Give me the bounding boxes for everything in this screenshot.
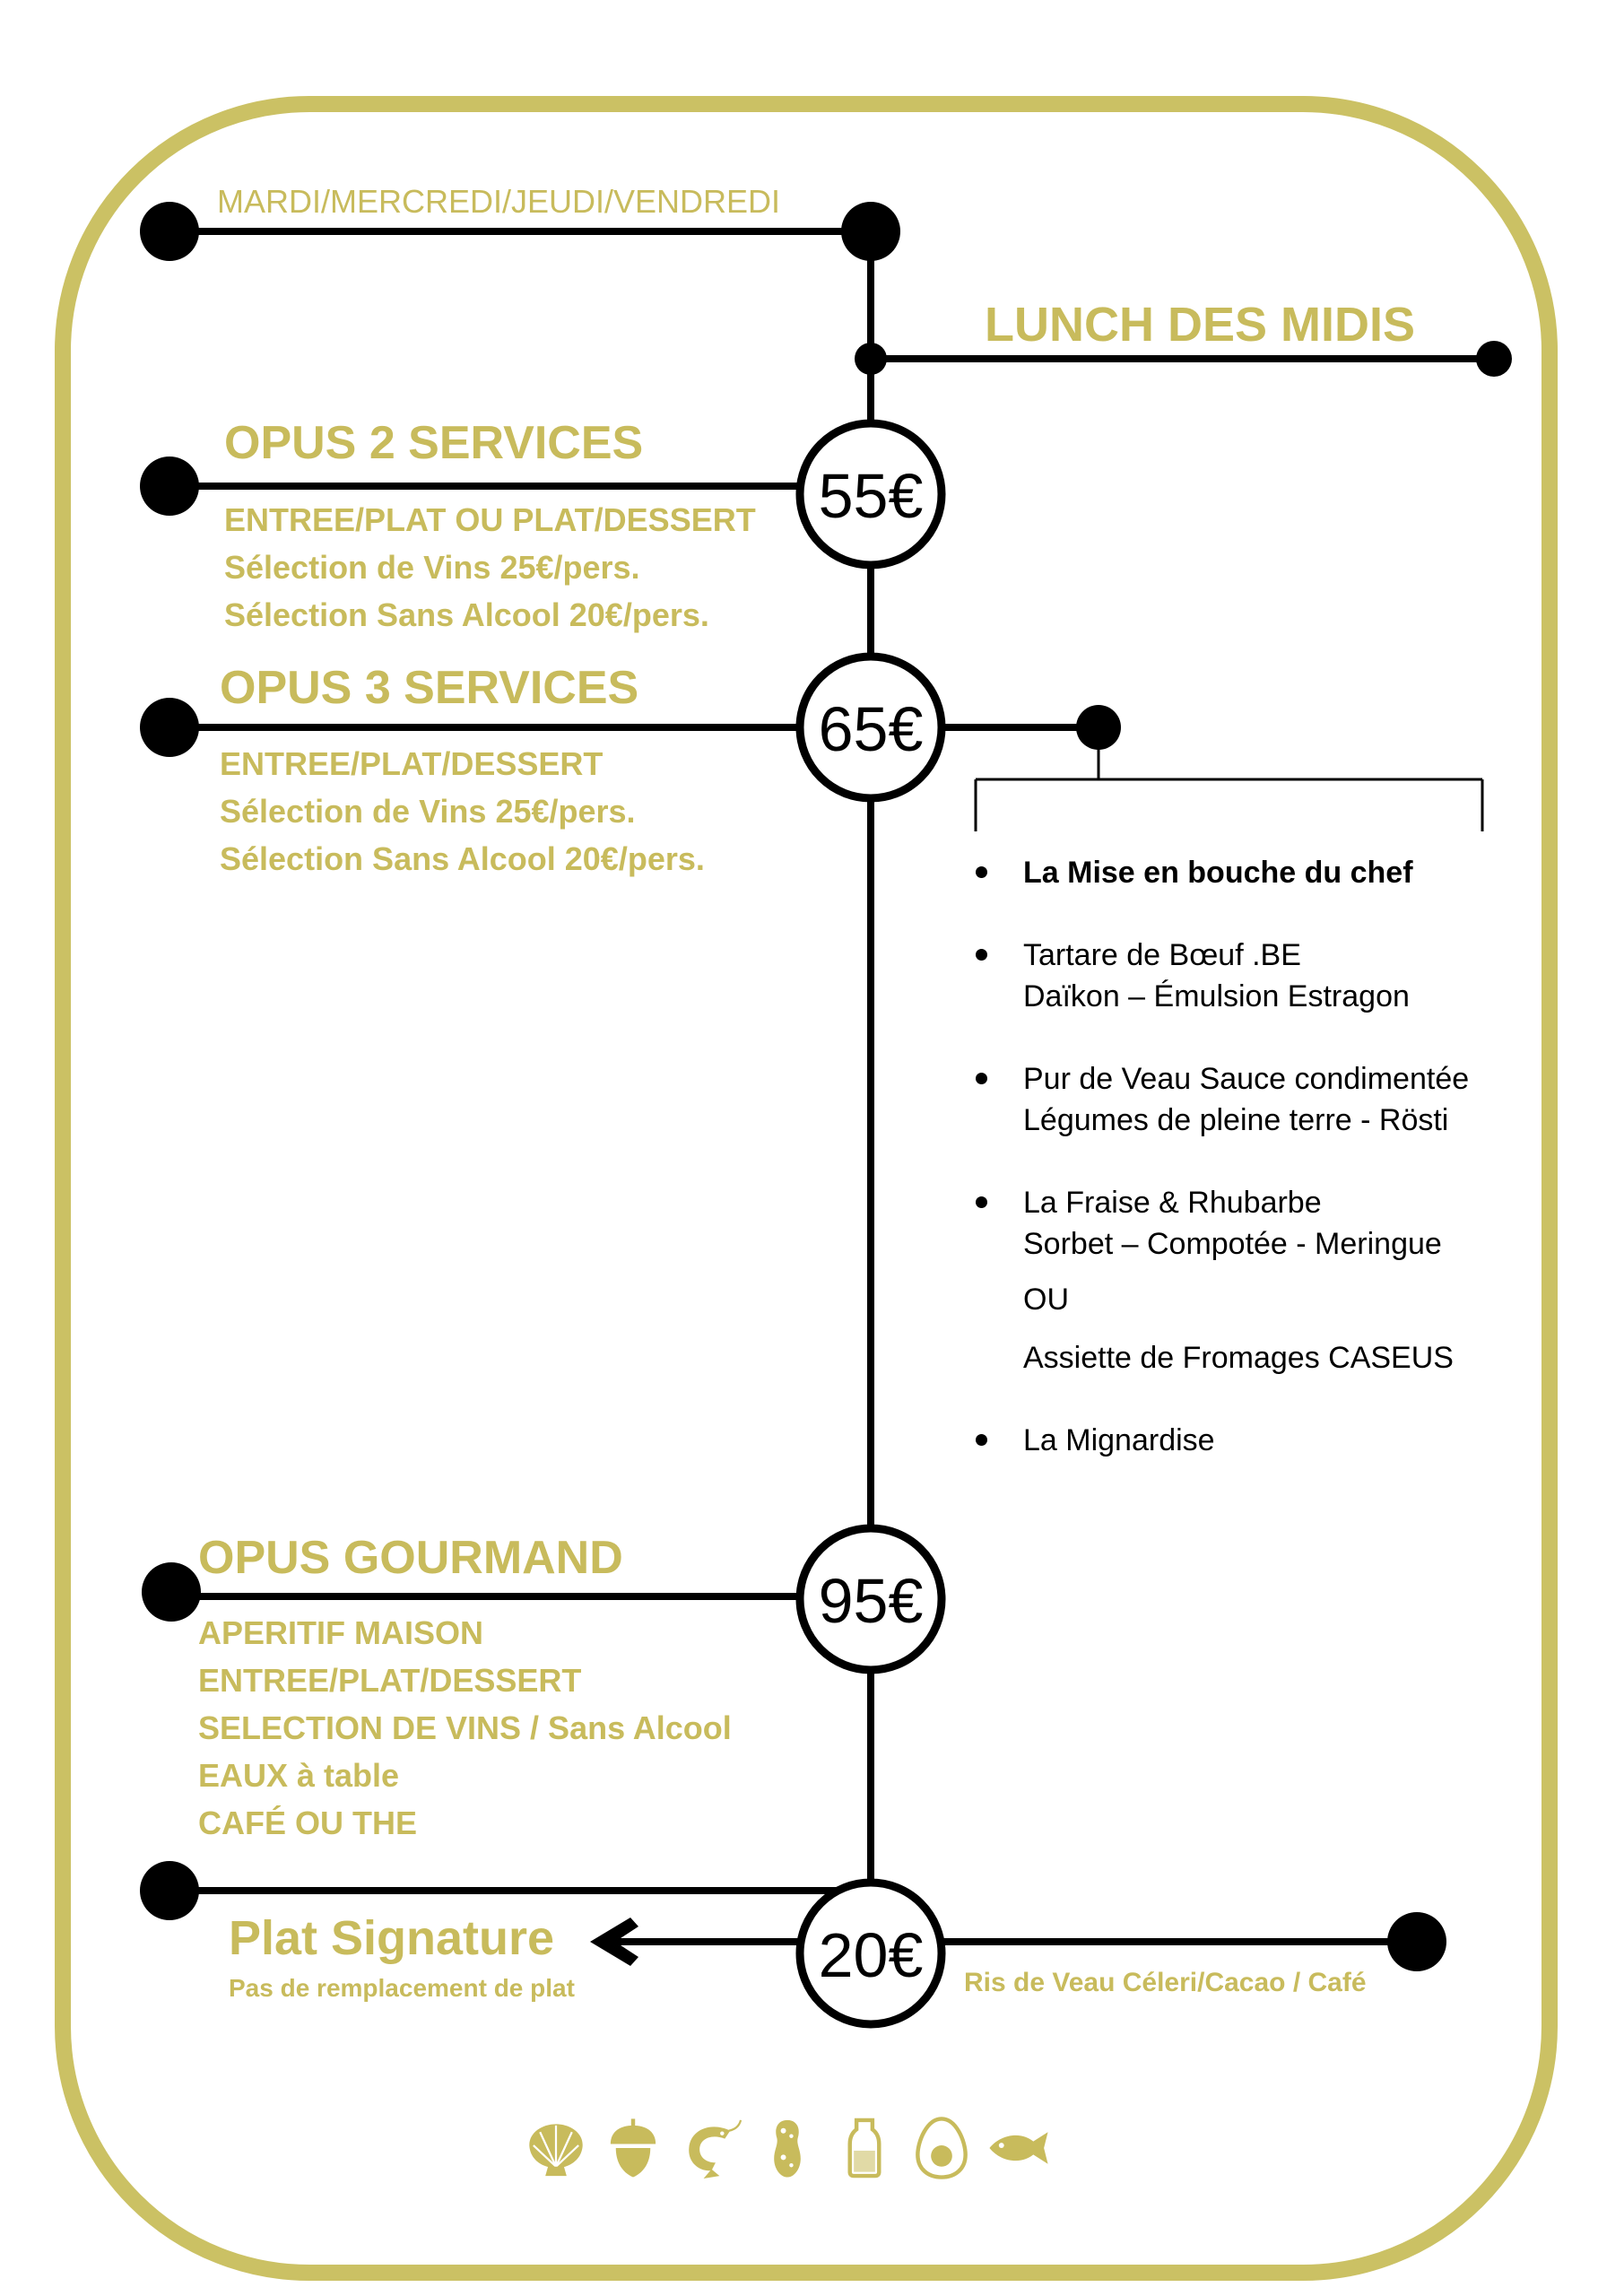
service-days: MARDI/MERCREDI/JEUDI/VENDREDI	[217, 183, 781, 220]
opus3-price-ring	[795, 652, 946, 803]
gourmand-price-ring	[795, 1524, 946, 1674]
course-detail: Sorbet – Compotée - Meringue	[1023, 1227, 1442, 1261]
opus3-detail-line: Sélection Sans Alcool 20€/pers.	[220, 840, 705, 877]
opus2-details: ENTREE/PLAT OU PLAT/DESSERT Sélection de…	[224, 496, 756, 639]
nuts-icon	[600, 2115, 666, 2181]
allergen-icons	[523, 2115, 1052, 2181]
page-title: LUNCH DES MIDIS	[985, 298, 1416, 352]
opus3-price: 65€	[819, 694, 924, 764]
opus2-price: 55€	[819, 461, 924, 531]
course-title: Pur de Veau Sauce condimentée	[1023, 1062, 1470, 1096]
opus3-dot	[140, 698, 199, 757]
gourmand-detail-line: CAFÉ OU THE	[198, 1805, 418, 1841]
page-border	[55, 96, 1558, 2281]
signature-left-dot	[140, 1861, 199, 1920]
gourmand-detail-line: SELECTION DE VINS / Sans Alcool	[198, 1709, 732, 1746]
course-title: La Fraise & Rhubarbe	[1023, 1186, 1322, 1220]
milk-icon	[831, 2115, 898, 2181]
signature-dish: Ris de Veau Céleri/Cacao / Café	[964, 1968, 1367, 1997]
opus3-details: ENTREE/PLAT/DESSERT Sélection de Vins 25…	[220, 740, 705, 883]
opus2-detail-line: Sélection de Vins 25€/pers.	[224, 549, 640, 586]
course-item: La Fraise & Rhubarbe Sorbet – Compotée -…	[976, 1182, 1469, 1378]
bullet-icon	[976, 1073, 987, 1084]
opus2-title: OPUS 2 SERVICES	[224, 417, 644, 469]
opus3-detail-line: Sélection de Vins 25€/pers.	[220, 793, 636, 830]
course-item: La Mignardise	[976, 1420, 1469, 1461]
egg-icon	[908, 2115, 975, 2181]
fish-icon	[986, 2115, 1052, 2181]
lunch-end-dot	[1476, 341, 1512, 377]
course-alternative: Assiette de Fromages CASEUS	[1023, 1341, 1454, 1375]
gourmand-dot	[142, 1562, 201, 1622]
course-item: Tartare de Bœuf .BE Daïkon – Émulsion Es…	[976, 935, 1469, 1017]
crustacean-icon	[677, 2115, 743, 2181]
course-list: La Mise en bouche du chef Tartare de Bœu…	[976, 852, 1469, 1461]
gourmand-price: 95€	[819, 1566, 924, 1636]
days-end-dot	[841, 202, 900, 261]
shellfish-icon	[523, 2115, 589, 2181]
course-detail: Daïkon – Émulsion Estragon	[1023, 979, 1410, 1013]
course-title: Tartare de Bœuf .BE	[1023, 938, 1301, 972]
signature-note: Pas de remplacement de plat	[229, 1974, 575, 2002]
gourmand-details: APERITIF MAISON ENTREE/PLAT/DESSERT SELE…	[198, 1609, 732, 1847]
course-title: La Mise en bouche du chef	[1023, 856, 1413, 890]
opus2-detail-line: Sélection Sans Alcool 20€/pers.	[224, 596, 709, 633]
gourmand-title: OPUS GOURMAND	[198, 1532, 623, 1584]
course-or: OU	[1023, 1283, 1069, 1317]
opus2-dot	[140, 457, 199, 516]
opus3-title: OPUS 3 SERVICES	[220, 662, 639, 714]
gourmand-detail-line: APERITIF MAISON	[198, 1614, 484, 1651]
peanut-icon	[754, 2115, 821, 2181]
bullet-icon	[976, 949, 987, 961]
course-title: La Mignardise	[1023, 1423, 1215, 1457]
bullet-icon	[976, 866, 987, 878]
days-start-dot	[140, 202, 199, 261]
bullet-icon	[976, 1196, 987, 1208]
course-item: La Mise en bouche du chef	[976, 852, 1469, 893]
signature-price-ring	[795, 1878, 946, 2029]
opus2-detail-line: ENTREE/PLAT OU PLAT/DESSERT	[224, 501, 756, 538]
gourmand-detail-line: ENTREE/PLAT/DESSERT	[198, 1662, 582, 1699]
course-detail: Légumes de pleine terre - Rösti	[1023, 1103, 1449, 1137]
signature-title: Plat Signature	[229, 1911, 555, 1965]
gourmand-detail-line: EAUX à table	[198, 1757, 400, 1794]
arrow-left-icon	[590, 1918, 638, 1966]
opus3-detail-line: ENTREE/PLAT/DESSERT	[220, 745, 604, 782]
opus2-price-ring	[795, 419, 946, 570]
course-item: Pur de Veau Sauce condimentée Légumes de…	[976, 1058, 1469, 1141]
lunch-junction-dot	[855, 343, 887, 375]
bracket-dot	[1076, 705, 1121, 750]
signature-price: 20€	[819, 1920, 924, 1990]
bullet-icon	[976, 1434, 987, 1446]
signature-right-dot	[1387, 1912, 1446, 1971]
